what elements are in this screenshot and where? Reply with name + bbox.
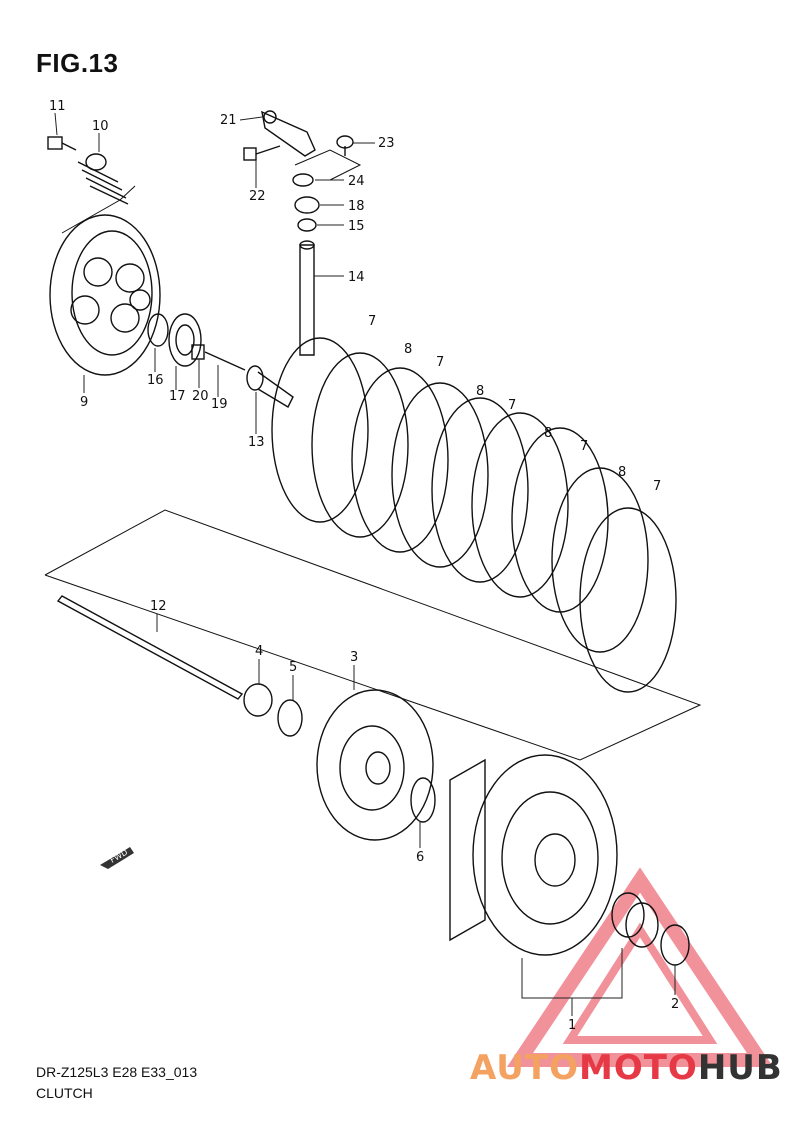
callout-labels: 11 10 9 16 17 20 19 13 21 22 23 24 18 15… xyxy=(49,99,679,1033)
callout-6: 6 xyxy=(416,850,424,865)
callout-5: 5 xyxy=(289,660,297,675)
primary-driven-gear-assembly xyxy=(449,754,618,956)
callout-13: 13 xyxy=(248,435,265,450)
thrust-bearing xyxy=(168,313,202,367)
callout-21: 21 xyxy=(220,113,237,128)
clutch-spring xyxy=(77,153,129,205)
watermark-logo xyxy=(506,867,774,1067)
callout-8c: 8 xyxy=(544,426,552,441)
callout-24: 24 xyxy=(348,174,365,189)
callout-12: 12 xyxy=(150,599,167,614)
callout-7d: 7 xyxy=(580,439,588,454)
figure-title: FIG.13 xyxy=(36,48,119,78)
callout-15: 15 xyxy=(348,219,365,234)
plate-24 xyxy=(292,173,314,187)
callout-2: 2 xyxy=(671,997,679,1012)
release-shaft xyxy=(299,240,315,356)
callout-8d: 8 xyxy=(618,465,626,480)
callout-7e: 7 xyxy=(653,479,661,494)
callout-14: 14 xyxy=(348,270,365,285)
callout-3: 3 xyxy=(350,650,358,665)
lifter-bracket xyxy=(294,149,362,181)
brand-part-hub: HUB xyxy=(697,1048,783,1088)
friction-and-drive-plates xyxy=(271,337,677,693)
adjusting-screw xyxy=(204,351,246,371)
callout-8a: 8 xyxy=(404,342,412,357)
clutch-sleeve-hub xyxy=(316,689,434,841)
thrust-washer xyxy=(410,777,436,823)
pressure-plate-bracket xyxy=(61,185,136,234)
lock-washer xyxy=(277,699,303,737)
arm-bolt xyxy=(243,145,281,161)
model-code: DR-Z125L3 E28 E33_013 xyxy=(36,1064,198,1080)
release-arm xyxy=(261,110,316,157)
release-push-piece xyxy=(246,365,294,408)
callout-leaders xyxy=(54,112,676,1016)
watermark-brand-text: AUTOMOTOHUB xyxy=(470,1048,783,1088)
brand-part-auto: AUTO xyxy=(470,1048,579,1088)
callout-7c: 7 xyxy=(508,398,516,413)
callout-11: 11 xyxy=(49,99,66,114)
push-rod xyxy=(56,595,244,700)
callout-4: 4 xyxy=(255,644,263,659)
spacer-bushing xyxy=(611,892,659,948)
o-ring-15 xyxy=(297,218,317,232)
callout-20: 20 xyxy=(192,389,209,404)
oil-seal-18 xyxy=(294,196,320,214)
callout-22: 22 xyxy=(249,189,266,204)
callout-1: 1 xyxy=(568,1018,576,1033)
callout-7a: 7 xyxy=(368,314,376,329)
plate-group-outline xyxy=(44,509,702,761)
screw-23 xyxy=(336,135,354,156)
callout-17: 17 xyxy=(169,389,186,404)
callout-23: 23 xyxy=(378,136,395,151)
brand-part-moto: MOTO xyxy=(578,1048,698,1088)
callout-7b: 7 xyxy=(436,355,444,370)
callout-19: 19 xyxy=(211,397,228,412)
lock-nut xyxy=(191,344,205,360)
callout-10: 10 xyxy=(92,119,109,134)
callout-9: 9 xyxy=(80,395,88,410)
section-name: CLUTCH xyxy=(36,1085,93,1101)
callout-18: 18 xyxy=(348,199,365,214)
spring-bolt xyxy=(47,136,77,151)
callout-8b: 8 xyxy=(476,384,484,399)
callout-16: 16 xyxy=(147,373,164,388)
pressure-plate xyxy=(49,214,161,376)
forward-direction-arrow: FWD xyxy=(100,847,134,869)
washer-16 xyxy=(147,313,169,347)
clutch-sleeve-hub-nut xyxy=(243,683,273,717)
